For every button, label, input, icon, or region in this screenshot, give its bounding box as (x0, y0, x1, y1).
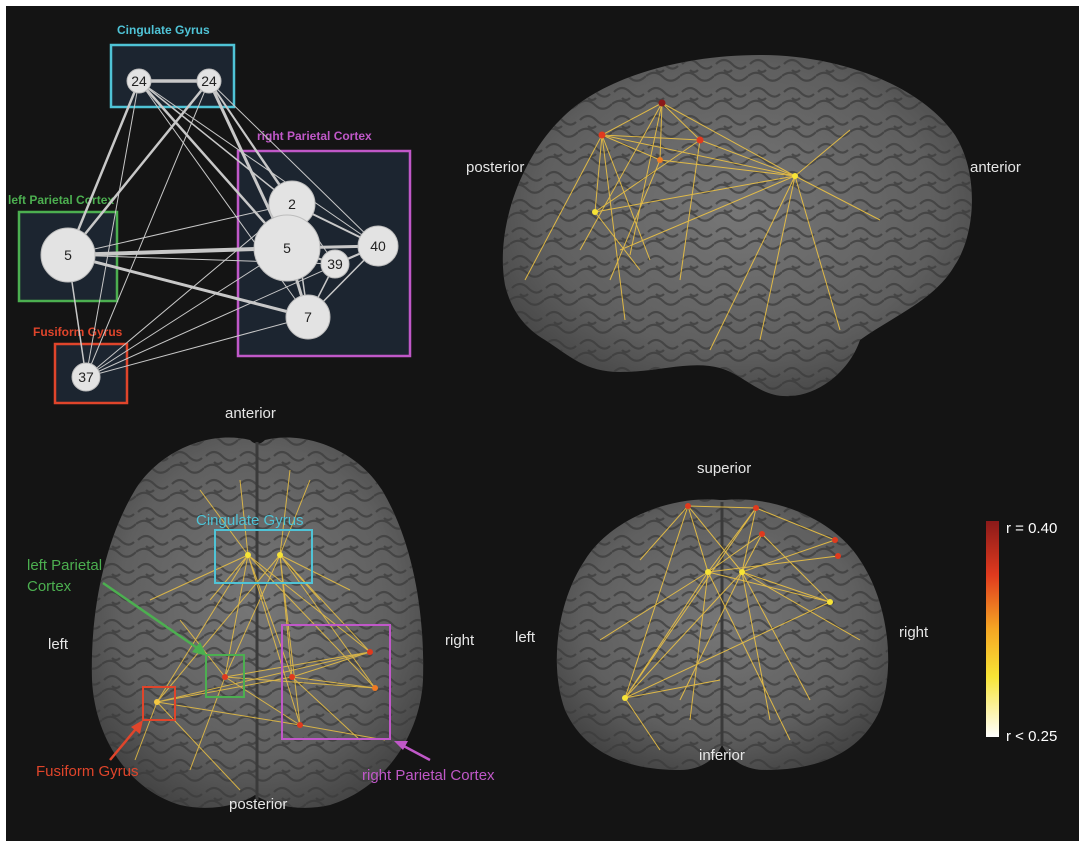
right-parietal-label: right Parietal Cortex (257, 129, 372, 143)
node-24b-label: 24 (201, 73, 217, 89)
axial-left-label: left (48, 636, 69, 653)
node-5-left-label: 5 (64, 247, 72, 263)
axial-right-parietal-label: right Parietal Cortex (362, 767, 495, 784)
fusiform-label: Fusiform Gyrus (33, 325, 123, 339)
coronal-superior-label: superior (697, 460, 751, 477)
cingulate-label: Cingulate Gyrus (117, 23, 210, 37)
node-37-label: 37 (78, 369, 94, 385)
axial-cingulate-label: Cingulate Gyrus (196, 512, 304, 529)
coronal-inferior-label: inferior (699, 747, 745, 764)
coronal-right-label: right (899, 624, 929, 641)
colorbar-gradient (986, 521, 999, 737)
sagittal-anterior-label: anterior (970, 159, 1021, 176)
axial-right-label: right (445, 632, 475, 649)
axial-posterior-label: posterior (229, 796, 287, 813)
colorbar-top-label: r = 0.40 (1006, 520, 1057, 537)
sagittal-posterior-label: posterior (466, 159, 524, 176)
node-2-label: 2 (288, 196, 296, 212)
axial-anterior-label: anterior (225, 405, 276, 422)
axial-left-parietal-label-2: Cortex (27, 578, 72, 595)
node-7-label: 7 (304, 309, 312, 325)
node-40-label: 40 (370, 238, 386, 254)
axial-fusiform-label: Fusiform Gyrus (36, 763, 139, 780)
coronal-left-label: left (515, 629, 536, 646)
axial-left-parietal-label-1: left Parietal (27, 557, 102, 574)
node-24a-label: 24 (131, 73, 147, 89)
colorbar-bottom-label: r < 0.25 (1006, 728, 1057, 745)
node-39-label: 39 (327, 256, 343, 272)
node-5-right-label: 5 (283, 240, 291, 256)
left-parietal-label: left Parietal Cortex (8, 193, 114, 207)
